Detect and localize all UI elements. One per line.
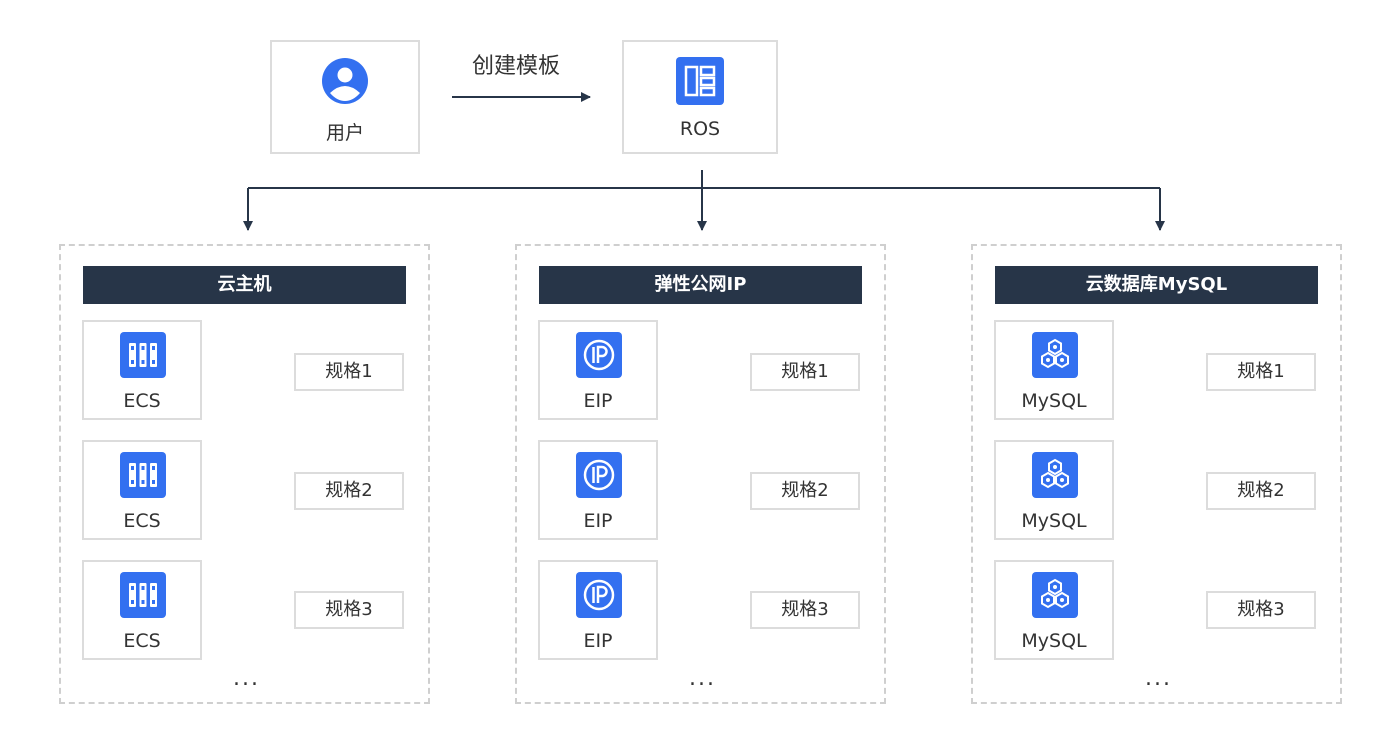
spec-box: 规格2 [750,472,860,510]
eip-label: EIP [583,390,613,412]
more-ellipsis: ... [689,666,716,691]
ecs-node: ECS [82,320,202,420]
mysql-node: MySQL [994,320,1114,420]
server-icon [120,332,166,378]
ip-icon [576,572,622,618]
ecs-node: ECS [82,560,202,660]
server-icon [120,452,166,498]
eip-node: EIP [538,320,658,420]
eip-node: EIP [538,440,658,540]
mysql-label: MySQL [1021,510,1087,532]
ip-icon [576,332,622,378]
group-title: 弹性公网IP [539,266,862,304]
spec-box: 规格1 [294,353,404,391]
create-template-label: 创建模板 [472,54,561,79]
group-title: 云数据库MySQL [995,266,1318,304]
ip-icon [576,452,622,498]
database-cubes-icon [1032,572,1078,618]
user-icon [322,58,368,104]
eip-node: EIP [538,560,658,660]
database-cubes-icon [1032,452,1078,498]
database-cubes-icon [1032,332,1078,378]
spec-box: 规格2 [294,472,404,510]
spec-box: 规格3 [294,591,404,629]
template-grid-icon [676,57,724,105]
group-title: 云主机 [83,266,406,304]
ecs-label: ECS [123,510,161,532]
spec-box: 规格2 [1206,472,1316,510]
mysql-label: MySQL [1021,390,1087,412]
eip-label: EIP [583,510,613,532]
mysql-node: MySQL [994,440,1114,540]
more-ellipsis: ... [233,666,260,691]
ros-node: ROS [622,40,778,154]
ecs-label: ECS [123,390,161,412]
spec-box: 规格1 [1206,353,1316,391]
user-label: 用户 [325,122,364,144]
ecs-label: ECS [123,630,161,652]
spec-box: 规格1 [750,353,860,391]
mysql-node: MySQL [994,560,1114,660]
more-ellipsis: ... [1145,666,1172,691]
ecs-node: ECS [82,440,202,540]
spec-box: 规格3 [750,591,860,629]
eip-label: EIP [583,630,613,652]
ros-label: ROS [679,118,721,140]
user-node: 用户 [270,40,420,154]
server-icon [120,572,166,618]
mysql-label: MySQL [1021,630,1087,652]
spec-box: 规格3 [1206,591,1316,629]
